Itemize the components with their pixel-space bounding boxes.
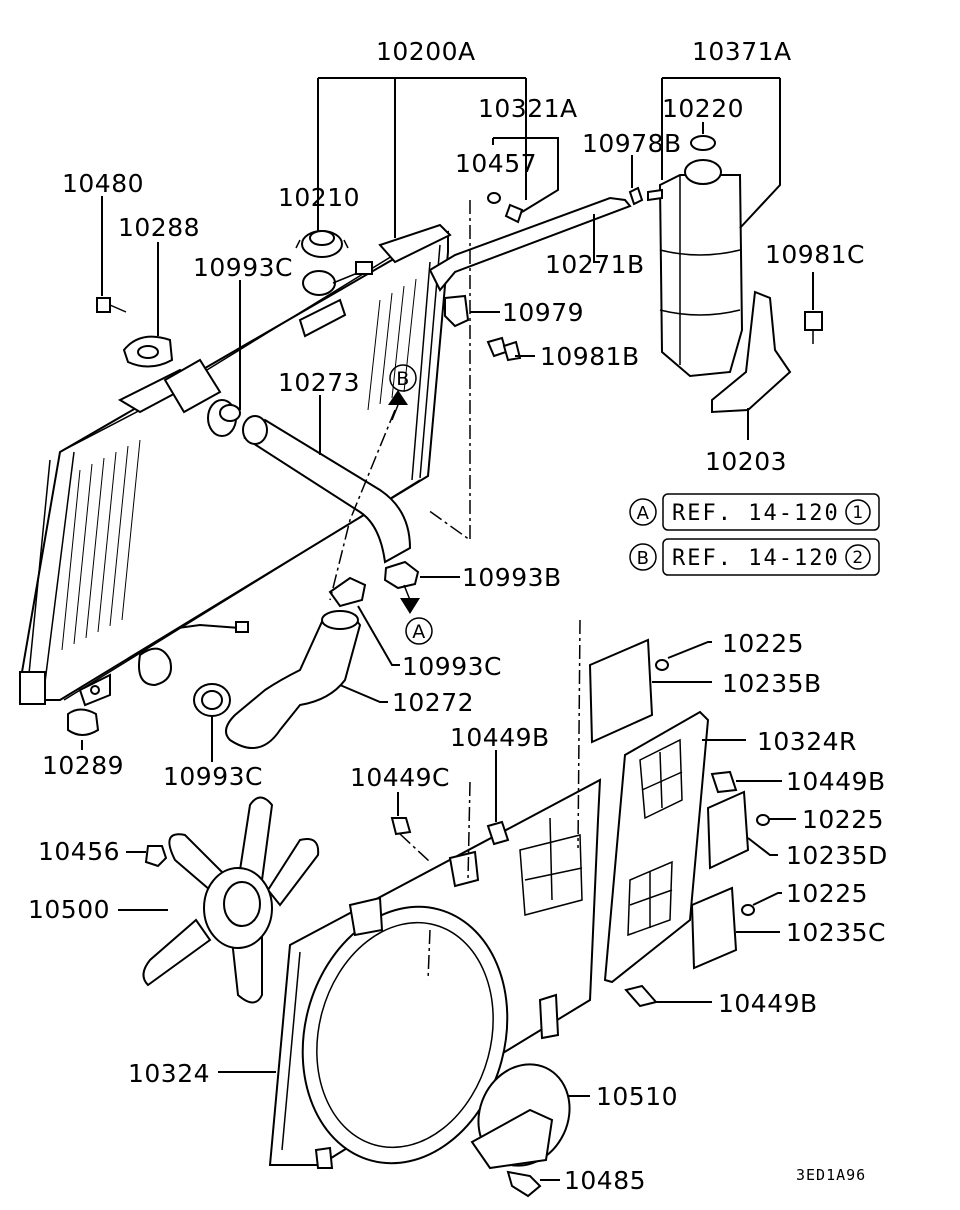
callout-b-text: B: [396, 368, 410, 390]
label-10371A: 10371A: [692, 37, 792, 66]
shroud-10324: [268, 778, 602, 1169]
label-10449B-c: 10449B: [718, 989, 818, 1018]
reference-a-num: 1: [852, 503, 863, 523]
radiator-core-fins: [61, 278, 417, 651]
bolt-10449B-a: [486, 820, 510, 846]
reference-a-text: REF. 14-120: [672, 501, 840, 526]
callout-a-circle: A: [405, 617, 433, 645]
bracket-10979: [444, 294, 470, 328]
reference-b-text: REF. 14-120: [672, 546, 840, 571]
label-10225-c: 10225: [786, 879, 868, 908]
hose-10272: [225, 610, 362, 749]
bolt-10480: [96, 297, 127, 313]
clamp-10993C-mid: [328, 576, 367, 608]
label-10235B: 10235B: [722, 669, 822, 698]
label-10449C: 10449C: [350, 763, 450, 792]
label-10210: 10210: [278, 183, 360, 212]
bolt-10449B-c: [624, 984, 658, 1008]
plate-10235D: [706, 790, 750, 870]
label-10220: 10220: [662, 94, 744, 123]
radiator: [19, 223, 452, 707]
label-10480: 10480: [62, 169, 144, 198]
clamp-10993C-bot: [193, 683, 231, 717]
drawing-code: 3ED1A96: [796, 1166, 866, 1184]
hose-10273: [242, 415, 412, 564]
label-10272: 10272: [392, 688, 474, 717]
label-10225-b: 10225: [802, 805, 884, 834]
label-10235D: 10235D: [786, 841, 888, 870]
label-10510: 10510: [596, 1082, 678, 1111]
radiator-cap-10210: [295, 230, 349, 258]
shroud-10324R: [603, 710, 710, 984]
label-10235C: 10235C: [786, 918, 886, 947]
label-10203: 10203: [705, 447, 787, 476]
label-10449B-b: 10449B: [786, 767, 886, 796]
label-10981B: 10981B: [540, 342, 640, 371]
washer-10457: [487, 192, 524, 224]
label-10456: 10456: [38, 837, 120, 866]
label-10200A: 10200A: [376, 37, 476, 66]
clamp-10993B: [383, 560, 420, 590]
nut-10456: [144, 845, 168, 868]
label-10993C-bot: 10993C: [163, 762, 263, 791]
label-10978B: 10978B: [582, 129, 682, 158]
reference-a: A REF. 14-120 1: [629, 493, 880, 531]
reference-b: B REF. 14-120 2: [629, 538, 880, 576]
label-10225-a: 10225: [722, 629, 804, 658]
fan-motor-10510: [470, 1063, 571, 1170]
reference-b-num: 2: [852, 548, 863, 568]
flow-arrow-a: [400, 584, 420, 614]
label-10457: 10457: [455, 149, 537, 178]
label-10273: 10273: [278, 368, 360, 397]
leader-lines: [81, 77, 814, 1181]
label-10324: 10324: [128, 1059, 210, 1088]
clip-10978B: [628, 186, 644, 206]
bolt-10981C: [804, 311, 823, 344]
label-10449B-a: 10449B: [450, 723, 550, 752]
plate-10235C: [690, 886, 738, 970]
label-10485: 10485: [564, 1166, 646, 1195]
filler-neck: [302, 261, 373, 296]
label-10993C-top: 10993C: [193, 253, 293, 282]
reference-b-letter: B: [637, 548, 650, 569]
alignment-lines: [329, 200, 581, 981]
flow-arrow-b: [388, 390, 408, 421]
label-10289: 10289: [42, 751, 124, 780]
label-10993C-mid: 10993C: [402, 652, 502, 681]
callout-b-circle: B: [389, 364, 417, 392]
bolt-10449C: [390, 817, 412, 836]
label-10993B: 10993B: [462, 563, 562, 592]
label-10271B: 10271B: [545, 250, 645, 279]
bolt-10485: [506, 1170, 542, 1198]
reservoir-tank: [647, 135, 744, 378]
label-10500: 10500: [28, 895, 110, 924]
plate-10235B: [588, 638, 654, 744]
mount-10288: [122, 335, 174, 368]
label-10981C: 10981C: [765, 240, 865, 269]
part-labels: 10200A 10371A 10321A 10220 10457 10978B …: [28, 37, 888, 1195]
mount-10289: [67, 708, 100, 736]
label-10979: 10979: [502, 298, 584, 327]
clip-10225-b: [756, 814, 770, 826]
clip-10225-c: [741, 904, 755, 916]
overflow-hose-10271B: [428, 196, 632, 292]
label-10288: 10288: [118, 213, 200, 242]
bracket-10203: [711, 290, 792, 414]
label-10324R: 10324R: [757, 727, 857, 756]
callout-a-text: A: [412, 621, 426, 643]
label-10321A: 10321A: [478, 94, 578, 123]
bolt-10449B-b: [710, 770, 738, 794]
clip-10225-a: [655, 659, 669, 671]
reference-a-letter: A: [637, 503, 650, 524]
upper-hose-stub: [163, 358, 241, 437]
fan-10500: [142, 796, 320, 1004]
